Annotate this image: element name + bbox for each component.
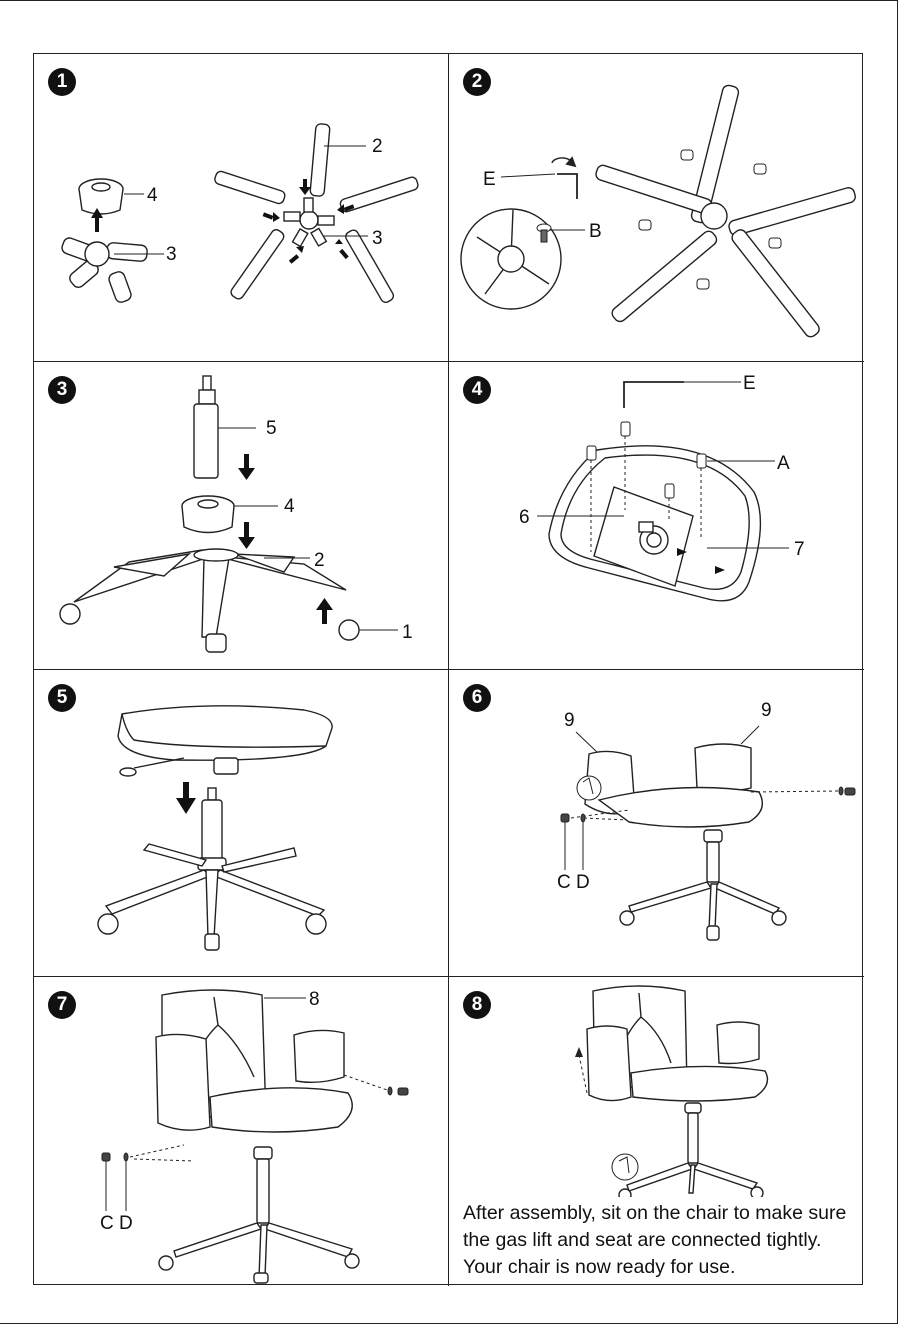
base-hub-icon (60, 236, 147, 304)
gas-lift-base-icon (98, 788, 326, 950)
step-3-illustration: 5 4 2 (34, 362, 449, 670)
part-label-4: 4 (147, 185, 158, 206)
part-label-3: 3 (166, 244, 177, 265)
allen-key-icon (624, 382, 684, 408)
seat-underside-icon (549, 446, 760, 601)
final-note-text: After assembly, sit on the chair to make… (463, 1200, 858, 1281)
step-8-panel: 8 After a (449, 977, 864, 1286)
magnify-circle-icon (577, 776, 601, 800)
step-1-illustration: 4 3 (34, 54, 449, 362)
step-2-illustration: E B (449, 54, 864, 362)
step-8-illustration (449, 977, 864, 1197)
tool-label-e: E (483, 169, 496, 190)
part-label-1: 1 (402, 622, 413, 643)
chair-armrests-icon (585, 744, 786, 940)
seat-cover-icon (79, 179, 123, 214)
magnify-circle-icon (612, 1154, 638, 1180)
step-5-illustration (34, 670, 449, 977)
step-2-panel: 2 E B (449, 54, 864, 362)
step-6-illustration: 9 9 (449, 670, 864, 977)
part-label-2: 2 (314, 550, 325, 571)
part-label-c-d: C D (100, 1213, 133, 1234)
part-label-b: B (589, 221, 602, 242)
part-label-5: 5 (266, 418, 277, 439)
part-label-4: 4 (284, 496, 295, 517)
part-label-c-d: C D (557, 872, 590, 893)
chair-backrest-icon (156, 990, 359, 1283)
part-label-3b: 3 (372, 228, 383, 249)
part-label-6: 6 (519, 507, 530, 528)
seat-cover-icon (182, 496, 234, 533)
step-7-panel: 7 8 (34, 977, 449, 1286)
part-label-9-left: 9 (564, 710, 575, 731)
step-6-panel: 6 9 9 (449, 670, 864, 977)
assembly-steps-grid: 1 4 (33, 53, 863, 1285)
assembled-star-base-icon (594, 84, 856, 339)
seat-icon (118, 706, 332, 776)
step-3-panel: 3 5 4 (34, 362, 449, 670)
gas-lift-icon (194, 376, 218, 478)
step-4-panel: 4 E (449, 362, 864, 670)
step-5-panel: 5 (34, 670, 449, 977)
step-4-illustration: E A 6 (449, 362, 864, 670)
step-7-illustration: 8 (34, 977, 449, 1286)
allen-key-icon (552, 158, 577, 199)
tool-label-e: E (743, 373, 756, 394)
star-base-legs-icon (214, 124, 420, 305)
part-label-2: 2 (372, 136, 383, 157)
part-label-9-right: 9 (761, 700, 772, 721)
part-label-7: 7 (794, 539, 805, 560)
step-1-panel: 1 4 (34, 54, 449, 362)
part-label-8: 8 (309, 989, 320, 1010)
part-label-a: A (777, 453, 790, 474)
